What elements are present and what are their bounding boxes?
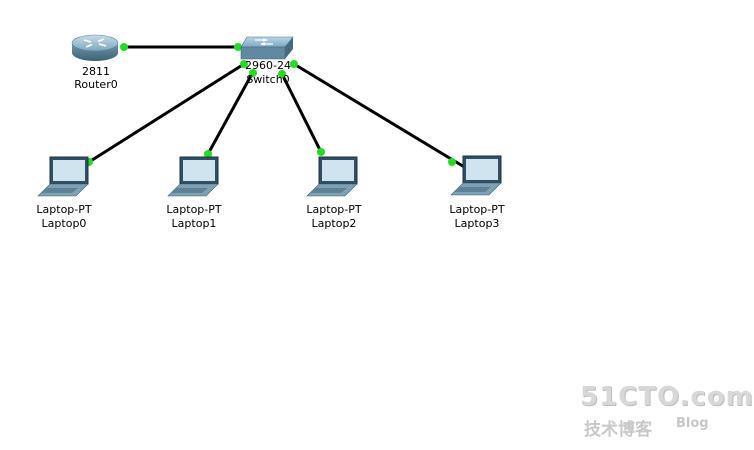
router-device[interactable] xyxy=(70,31,120,63)
laptop-name-label: Laptop3 xyxy=(454,217,500,230)
links-layer xyxy=(85,43,467,170)
port-switch0-laptop1 xyxy=(249,69,257,77)
laptop-device-1[interactable] xyxy=(166,156,222,198)
watermark-blog-text: Blog xyxy=(676,416,709,431)
laptop-name-label: Laptop2 xyxy=(311,217,357,230)
laptop-model-label: Laptop-PT xyxy=(166,203,222,216)
switch-model-label: 2960-24 xyxy=(245,59,291,72)
router-icon xyxy=(71,34,119,61)
port-switch0-laptop3 xyxy=(290,60,298,68)
site-watermark: 51CTO.com 技术博客 Blog xyxy=(580,382,753,440)
laptop-name-label: Laptop1 xyxy=(171,217,217,230)
laptop-name-label: Laptop0 xyxy=(41,217,87,230)
switch-name-label: Switch0 xyxy=(246,73,290,86)
link-switch0-laptop0[interactable] xyxy=(88,62,245,164)
laptop-icon xyxy=(37,156,89,197)
link-switch0-laptop1[interactable] xyxy=(206,71,255,155)
laptop-model-label: Laptop-PT xyxy=(449,203,505,216)
laptop-device-3[interactable] xyxy=(449,155,505,197)
laptop-icon xyxy=(167,156,219,197)
port-switch0-laptop0 xyxy=(240,60,248,68)
port-router0-up xyxy=(120,43,128,51)
laptop-icon xyxy=(306,156,358,197)
watermark-chinese-text: 技术博客 xyxy=(584,420,652,440)
laptop-model-label: Laptop-PT xyxy=(36,203,92,216)
switch-device[interactable] xyxy=(239,35,295,65)
port-switch0-router xyxy=(234,43,242,51)
port-laptop2 xyxy=(317,148,325,156)
port-switch0-laptop2 xyxy=(278,70,286,78)
link-switch0-laptop2[interactable] xyxy=(280,73,323,153)
laptop-device-2[interactable] xyxy=(305,156,361,198)
router-model-label: 2811 xyxy=(82,65,110,78)
port-laptop3 xyxy=(448,158,456,166)
link-switch0-laptop3[interactable] xyxy=(293,62,467,170)
laptop-icon xyxy=(450,155,502,196)
laptop-model-label: Laptop-PT xyxy=(306,203,362,216)
switch-icon xyxy=(240,36,294,60)
port-laptop1 xyxy=(204,150,212,158)
watermark-site-text: 51CTO.com xyxy=(580,382,754,412)
router-name-label: Router0 xyxy=(74,78,118,91)
laptop-device-0[interactable] xyxy=(36,156,92,198)
